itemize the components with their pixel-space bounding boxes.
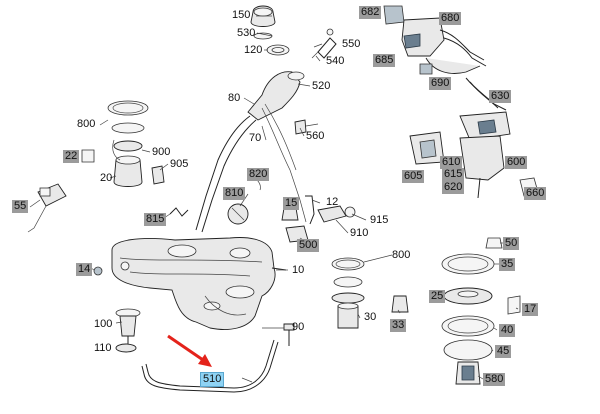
label-70: 70 xyxy=(249,132,262,144)
label-610: 610 xyxy=(440,156,463,169)
sender-stack xyxy=(441,237,521,385)
label-520: 520 xyxy=(312,80,331,92)
fuel-level-sensor xyxy=(27,183,67,233)
label-820: 820 xyxy=(247,168,270,181)
filler-neck xyxy=(195,71,307,233)
label-905: 905 xyxy=(170,158,189,170)
label-530: 530 xyxy=(237,27,256,39)
strap-bracket-810 xyxy=(227,175,261,225)
label-560: 560 xyxy=(306,130,325,142)
label-540: 540 xyxy=(326,55,345,67)
grommet-14 xyxy=(93,266,103,276)
label-120: 120 xyxy=(244,44,263,56)
label-682: 682 xyxy=(359,6,382,19)
label-22: 22 xyxy=(63,150,80,163)
label-110: 110 xyxy=(94,342,112,354)
label-33: 33 xyxy=(390,319,407,332)
label-30: 30 xyxy=(364,311,377,323)
label-685: 685 xyxy=(373,54,396,67)
label-615: 615 xyxy=(442,168,465,181)
label-800-left: 800 xyxy=(77,118,96,130)
label-50: 50 xyxy=(503,237,520,250)
fuel-tank xyxy=(111,237,287,330)
label-680: 680 xyxy=(439,12,462,25)
label-17: 17 xyxy=(522,303,539,316)
label-100: 100 xyxy=(94,318,113,330)
label-600: 600 xyxy=(505,156,528,169)
label-915: 915 xyxy=(370,214,389,226)
label-40: 40 xyxy=(499,324,516,337)
label-810: 810 xyxy=(223,187,246,200)
label-630: 630 xyxy=(489,90,512,103)
label-510-highlighted[interactable]: 510 xyxy=(200,372,225,387)
label-20: 20 xyxy=(100,172,113,184)
label-500: 500 xyxy=(297,239,320,252)
red-arrow xyxy=(167,334,212,367)
label-580: 580 xyxy=(483,373,506,386)
label-14: 14 xyxy=(76,263,93,276)
label-25: 25 xyxy=(429,290,446,303)
fuel-pump-module-left xyxy=(107,100,165,187)
pump-100 xyxy=(115,308,141,353)
label-690: 690 xyxy=(429,77,452,90)
label-815: 815 xyxy=(144,213,167,226)
label-80: 80 xyxy=(228,92,241,104)
label-150: 150 xyxy=(232,9,251,21)
label-55: 55 xyxy=(12,200,29,213)
evap-assembly xyxy=(383,5,539,199)
label-550: 550 xyxy=(342,38,361,50)
label-620: 620 xyxy=(442,181,465,194)
fuel-pump-module-right xyxy=(331,257,409,329)
label-910: 910 xyxy=(350,227,369,239)
label-605: 605 xyxy=(402,170,425,183)
tank-strap-510 xyxy=(141,339,279,393)
label-900: 900 xyxy=(152,146,171,158)
label-10: 10 xyxy=(292,264,305,276)
vent-clip xyxy=(311,28,337,59)
label-12: 12 xyxy=(326,196,339,208)
sensor-22 xyxy=(81,149,95,163)
label-15: 15 xyxy=(283,197,300,210)
neck-clip xyxy=(294,119,319,135)
clip-815 xyxy=(169,207,189,217)
label-90: 90 xyxy=(292,321,305,333)
label-800-right: 800 xyxy=(392,249,411,261)
label-660: 660 xyxy=(524,187,547,200)
label-45: 45 xyxy=(495,345,512,358)
label-35: 35 xyxy=(499,258,516,271)
